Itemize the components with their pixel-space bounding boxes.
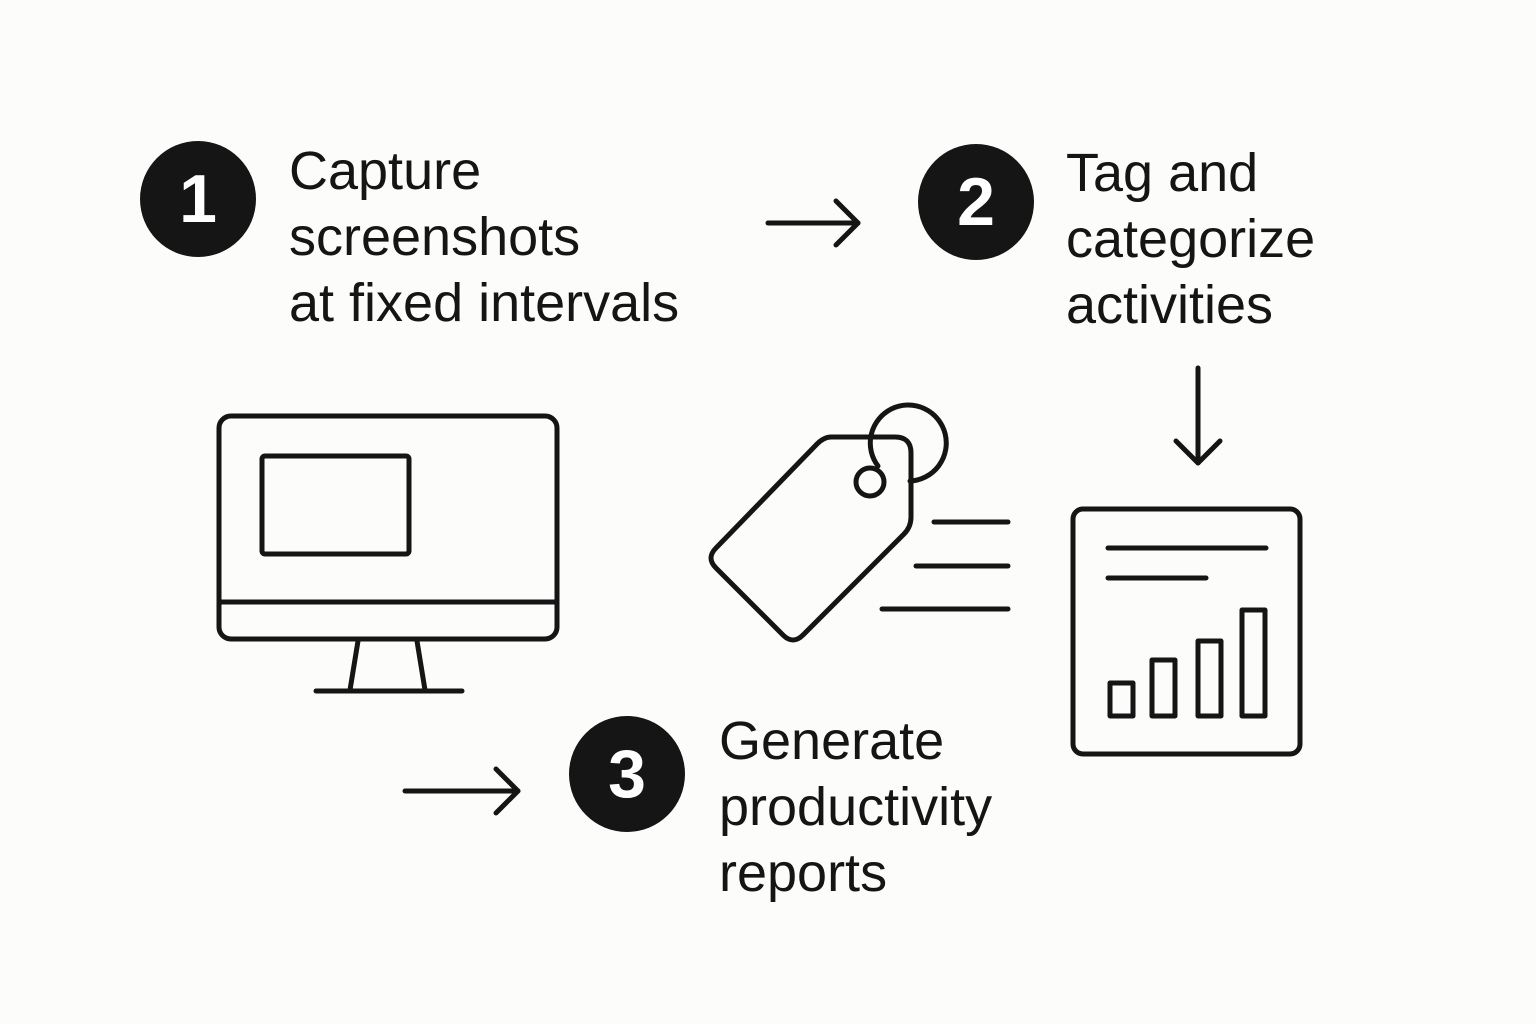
arrow-down-icon (1173, 365, 1223, 466)
step-3-line: reports (719, 843, 888, 903)
step-2-line: activities (1066, 275, 1274, 335)
tag-icon (708, 402, 1011, 643)
step-2-line: Tag and (1066, 143, 1259, 203)
step-1-line: Capture (289, 141, 482, 201)
step-1-label: Capture screenshots at fixed intervals (289, 138, 679, 336)
report-bar (1107, 680, 1136, 719)
report-bar (1239, 607, 1268, 719)
monitor-stand-left (347, 638, 361, 693)
report-bar (1149, 657, 1178, 719)
step-3-badge: 3 (569, 716, 685, 832)
report-chart-icon (1070, 506, 1303, 757)
report-frame (1070, 506, 1303, 757)
tag-string (867, 402, 949, 484)
tag-body (708, 434, 914, 643)
arrow-right-icon (765, 198, 861, 248)
monitor-screen (216, 413, 560, 642)
arrow-right-icon (402, 766, 521, 816)
step-1-line: screenshots (289, 207, 581, 267)
monitor-icon (216, 413, 560, 694)
step-3-label: Generate productivity reports (719, 708, 992, 906)
step-1-badge: 1 (140, 141, 256, 257)
step-2-label: Tag and categorize activities (1066, 140, 1315, 338)
step-1-line: at fixed intervals (289, 273, 680, 333)
monitor-window (259, 453, 412, 557)
step-3-line: productivity (719, 777, 993, 837)
step-2-badge: 2 (918, 144, 1034, 260)
monitor-stand-right (414, 638, 428, 693)
step-3-line: Generate (719, 711, 945, 771)
report-bar (1195, 638, 1224, 719)
tag-hole (853, 465, 887, 499)
step-2-line: categorize (1066, 209, 1316, 269)
